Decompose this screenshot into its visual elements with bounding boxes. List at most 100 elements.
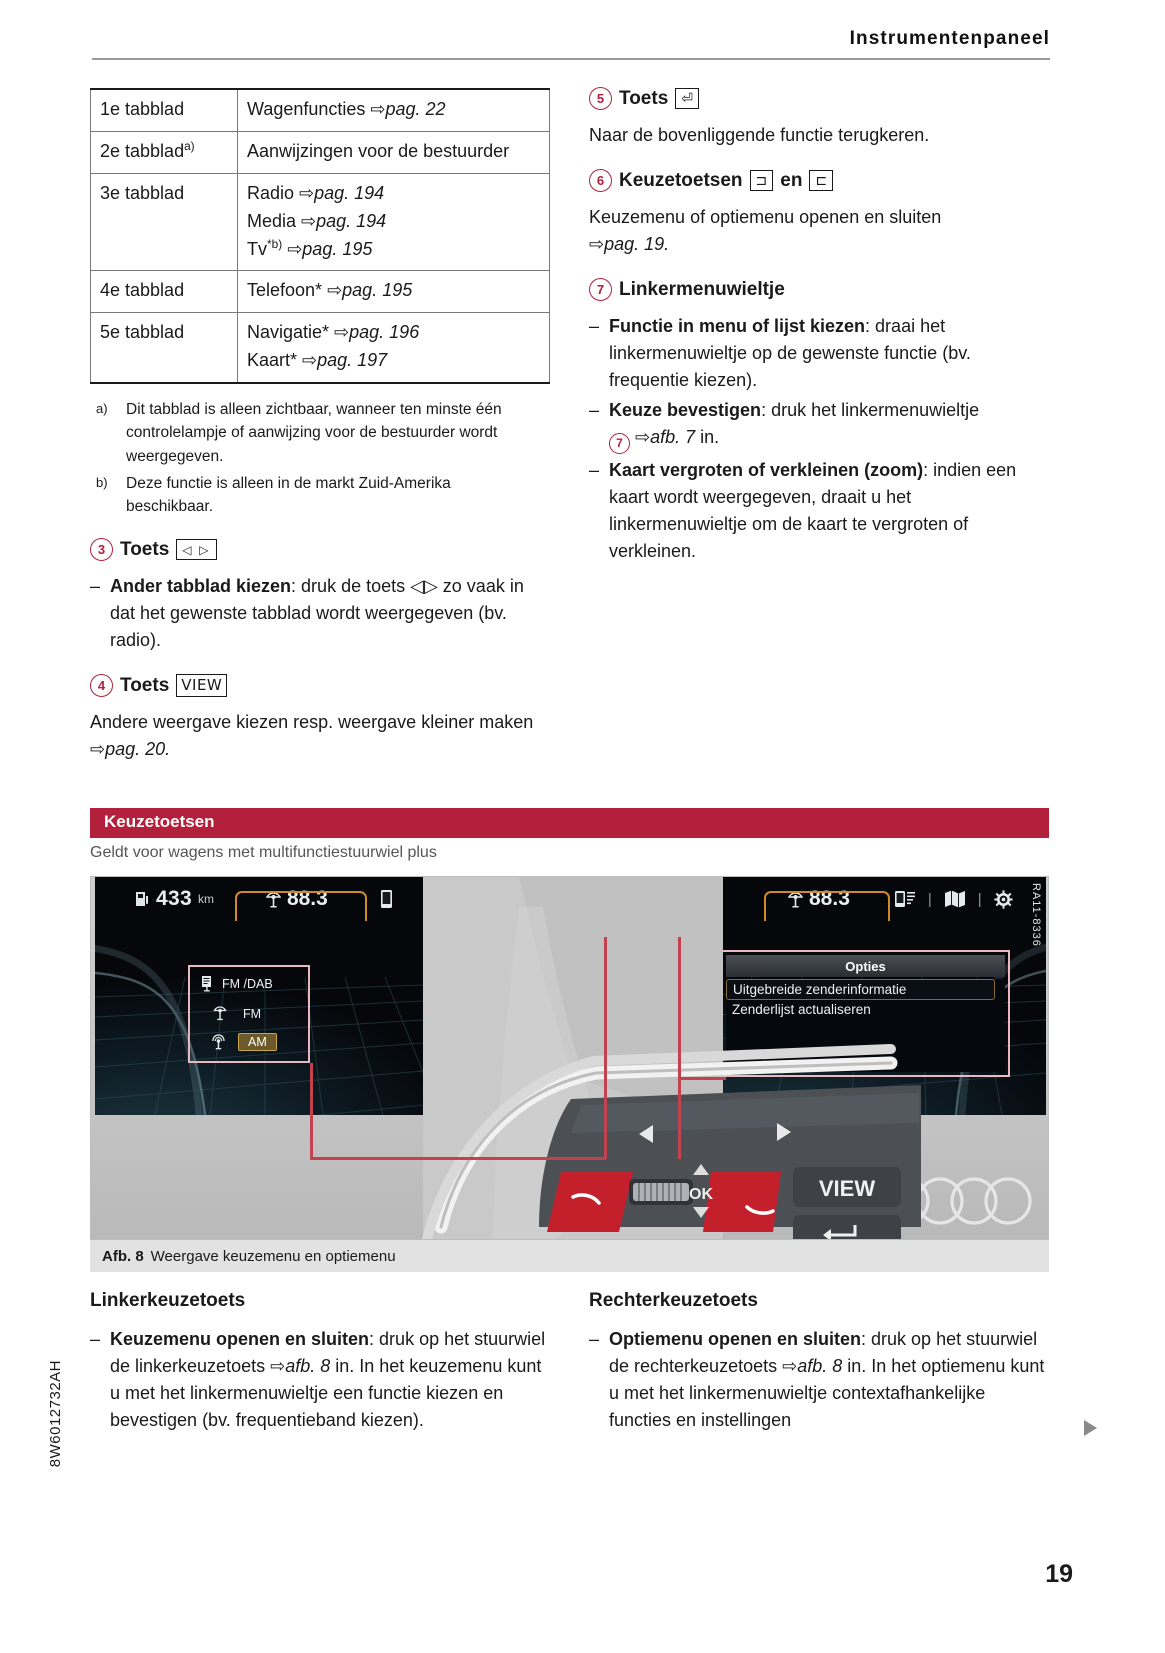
bottom-left-title: Linkerkeuzetoets <box>90 1290 246 1311</box>
table-cell-tab: 4e tabblad <box>90 270 238 314</box>
right-select-key-icon: ⊐ <box>749 170 774 191</box>
steering-wheel-controls: OK VIEW <box>422 1044 921 1239</box>
active-tab-indicator <box>764 891 890 921</box>
figure-illustration: 433 km 88.3 <box>90 876 1049 1240</box>
list-item: Keuze bevestigen: druk het linkermenuwie… <box>589 397 1050 454</box>
footnote-item: b) Deze functie is alleen in de markt Zu… <box>90 472 542 519</box>
table-cell-tab: 2e tabblada) <box>90 130 238 174</box>
band-label: FM /DAB <box>222 976 273 991</box>
item-5-heading: 5 Toets ⏎ <box>589 87 1050 110</box>
back-key-icon: ⏎ <box>675 88 699 109</box>
band-label: FM <box>243 1006 262 1021</box>
topbar-separator: | <box>927 890 932 908</box>
options-item-selected[interactable]: Uitgebreide zenderinformatie <box>726 979 995 1000</box>
phone-icon <box>380 890 392 908</box>
table-cell-value: Aanwijzingen voor de bestuurder <box>237 130 550 174</box>
bullet-lead: Keuzemenu openen en sluiten <box>110 1329 370 1349</box>
table-cell-tab: 1e tabblad <box>90 87 238 132</box>
bottom-right-column: Rechterkeuzetoets Optiemenu openen en sl… <box>589 1290 1051 1437</box>
item-3-label: Toets <box>120 538 170 560</box>
bullet-rest: : draai het linkermenuwieltje op de gewe… <box>609 316 971 390</box>
leader-line-left-vertical <box>310 1063 313 1159</box>
list-item: Ander tabblad kiezen: druk de toets ◁▷ z… <box>90 573 550 654</box>
figure-reference: afb. 8 <box>797 1356 843 1376</box>
fuel-pump-icon <box>136 892 148 906</box>
active-tab-indicator <box>235 891 367 921</box>
table-row: 5e tabblad Navigatie* ⇨pag. 196 Kaart* ⇨… <box>90 312 550 385</box>
callout-number-6: 6 <box>589 169 612 192</box>
callout-number-5: 5 <box>589 87 612 110</box>
bullet-rest: : druk op het stuurwiel de linkerkeuzeto… <box>110 1329 546 1376</box>
fm-antenna-icon <box>213 1006 227 1021</box>
figure-reference: afb. 8 <box>285 1356 331 1376</box>
footnote-item: a) Dit tabblad is alleen zichtbaar, wann… <box>90 398 542 468</box>
footnote-text: Dit tabblad is alleen zichtbaar, wanneer… <box>126 401 502 465</box>
table-cell-value: Telefoon* ⇨pag. 195 <box>237 270 550 314</box>
header-rule <box>92 58 1050 60</box>
map-icon <box>944 890 965 908</box>
right-column: 5 Toets ⏎ Naar de bovenliggende functie … <box>589 85 1050 568</box>
svg-text:VIEW: VIEW <box>819 1176 875 1201</box>
table-cell-tab: 3e tabblad <box>90 172 238 272</box>
table-cell-tab: 5e tabblad <box>90 312 238 385</box>
figure-caption-text: Weergave keuzemenu en optiemenu <box>150 1247 396 1265</box>
table-cell-value: Radio ⇨pag. 194 Media ⇨pag. 194 Tv*b) ⇨p… <box>237 172 550 272</box>
table-row: 1e tabblad Wagenfuncties ⇨pag. 22 <box>90 87 550 132</box>
figure-reference: afb. 7 <box>650 427 696 447</box>
table-cell-value: Navigatie* ⇨pag. 196 Kaart* ⇨pag. 197 <box>237 312 550 385</box>
footnote-text: Deze functie is alleen in de markt Zuid-… <box>126 474 451 516</box>
bullet-lead: Optiemenu openen en sluiten <box>609 1329 862 1349</box>
table-row: 2e tabblada) Aanwijzingen voor de bestuu… <box>90 130 550 174</box>
bottom-right-bullets: Optiemenu openen en sluiten: druk op het… <box>589 1326 1051 1434</box>
list-item: Functie in menu of lijst kiezen: draai h… <box>589 313 1050 394</box>
section-band-title: Keuzetoetsen <box>104 812 215 831</box>
item-6-conjunction: en <box>780 169 803 191</box>
list-item: Keuzemenu openen en sluiten: druk op het… <box>90 1326 552 1434</box>
left-select-key-icon: ⊏ <box>809 170 834 191</box>
bottom-left-column: Linkerkeuzetoets Keuzemenu openen en slu… <box>90 1290 552 1437</box>
topbar-separator: | <box>977 890 982 908</box>
tab-overview-table: 1e tabblad Wagenfuncties ⇨pag. 22 2e tab… <box>90 87 550 385</box>
view-key-icon: VIEW <box>176 674 228 698</box>
item-4-label: Toets <box>120 674 170 696</box>
item-6-heading: 6 Keuzetoetsen ⊐ en ⊏ <box>589 169 1050 192</box>
document-code: 8W6012732AH <box>47 1360 64 1468</box>
footnote-mark: a) <box>96 401 108 417</box>
item-7-bullets: Functie in menu of lijst kiezen: draai h… <box>589 313 1050 565</box>
list-item: Kaart vergroten of verkleinen (zoom): in… <box>589 457 1050 565</box>
table-row: 4e tabblad Telefoon* ⇨pag. 195 <box>90 270 550 314</box>
callout-number-3: 3 <box>90 538 113 562</box>
figure-code: RA11-8336 <box>1030 883 1042 947</box>
range-unit: km <box>197 892 214 906</box>
item-3-heading: 3 Toets ◁ ▷ <box>90 538 550 562</box>
figure-caption: Afb. 8 Weergave keuzemenu en optiemenu <box>90 1240 1049 1272</box>
item-3-bullets: Ander tabblad kiezen: druk de toets ◁▷ z… <box>90 573 550 654</box>
bottom-left-bullets: Keuzemenu openen en sluiten: druk op het… <box>90 1326 552 1434</box>
band-row-am: AM <box>210 1033 277 1051</box>
am-antenna-icon <box>212 1034 225 1050</box>
right-instrument-display: 88.3 | | <box>712 877 1046 1115</box>
item-5-label: Toets <box>619 87 669 109</box>
left-right-key-icon: ◁ ▷ <box>176 539 217 561</box>
range-value: 433 <box>156 887 192 910</box>
options-item[interactable]: Zenderlijst actualiseren <box>732 1002 871 1017</box>
bottom-right-title: Rechterkeuzetoets <box>589 1290 758 1311</box>
bullet-rest: : druk de toets ◁▷ zo vaak in dat het ge… <box>110 576 524 651</box>
range-readout: 433 km <box>135 887 214 911</box>
band-list: FM /DAB FM <box>190 967 308 1061</box>
continuation-arrow-icon <box>1084 1420 1097 1436</box>
page-header-title: Instrumentenpaneel <box>849 28 1050 49</box>
leader-line-left-riser <box>604 937 607 1159</box>
dab-list-icon <box>202 976 211 992</box>
page-number: 19 <box>1045 1560 1073 1588</box>
left-column: 1e tabblad Wagenfuncties ⇨pag. 22 2e tab… <box>90 87 550 777</box>
leader-line-right-riser <box>678 937 681 1159</box>
svg-text:OK: OK <box>689 1186 713 1203</box>
bullet-rest: : druk op het stuurwiel de rechterkeuzet… <box>609 1329 1038 1376</box>
item-5-text: Naar de bovenliggende functie terugkeren… <box>589 125 930 145</box>
leader-line-left-horizontal <box>310 1157 606 1160</box>
bullet-lead: Kaart vergroten of verkleinen (zoom) <box>609 459 924 480</box>
footnote-mark: b) <box>96 474 108 490</box>
item-4-text: Andere weergave kiezen resp. weergave kl… <box>90 712 534 760</box>
